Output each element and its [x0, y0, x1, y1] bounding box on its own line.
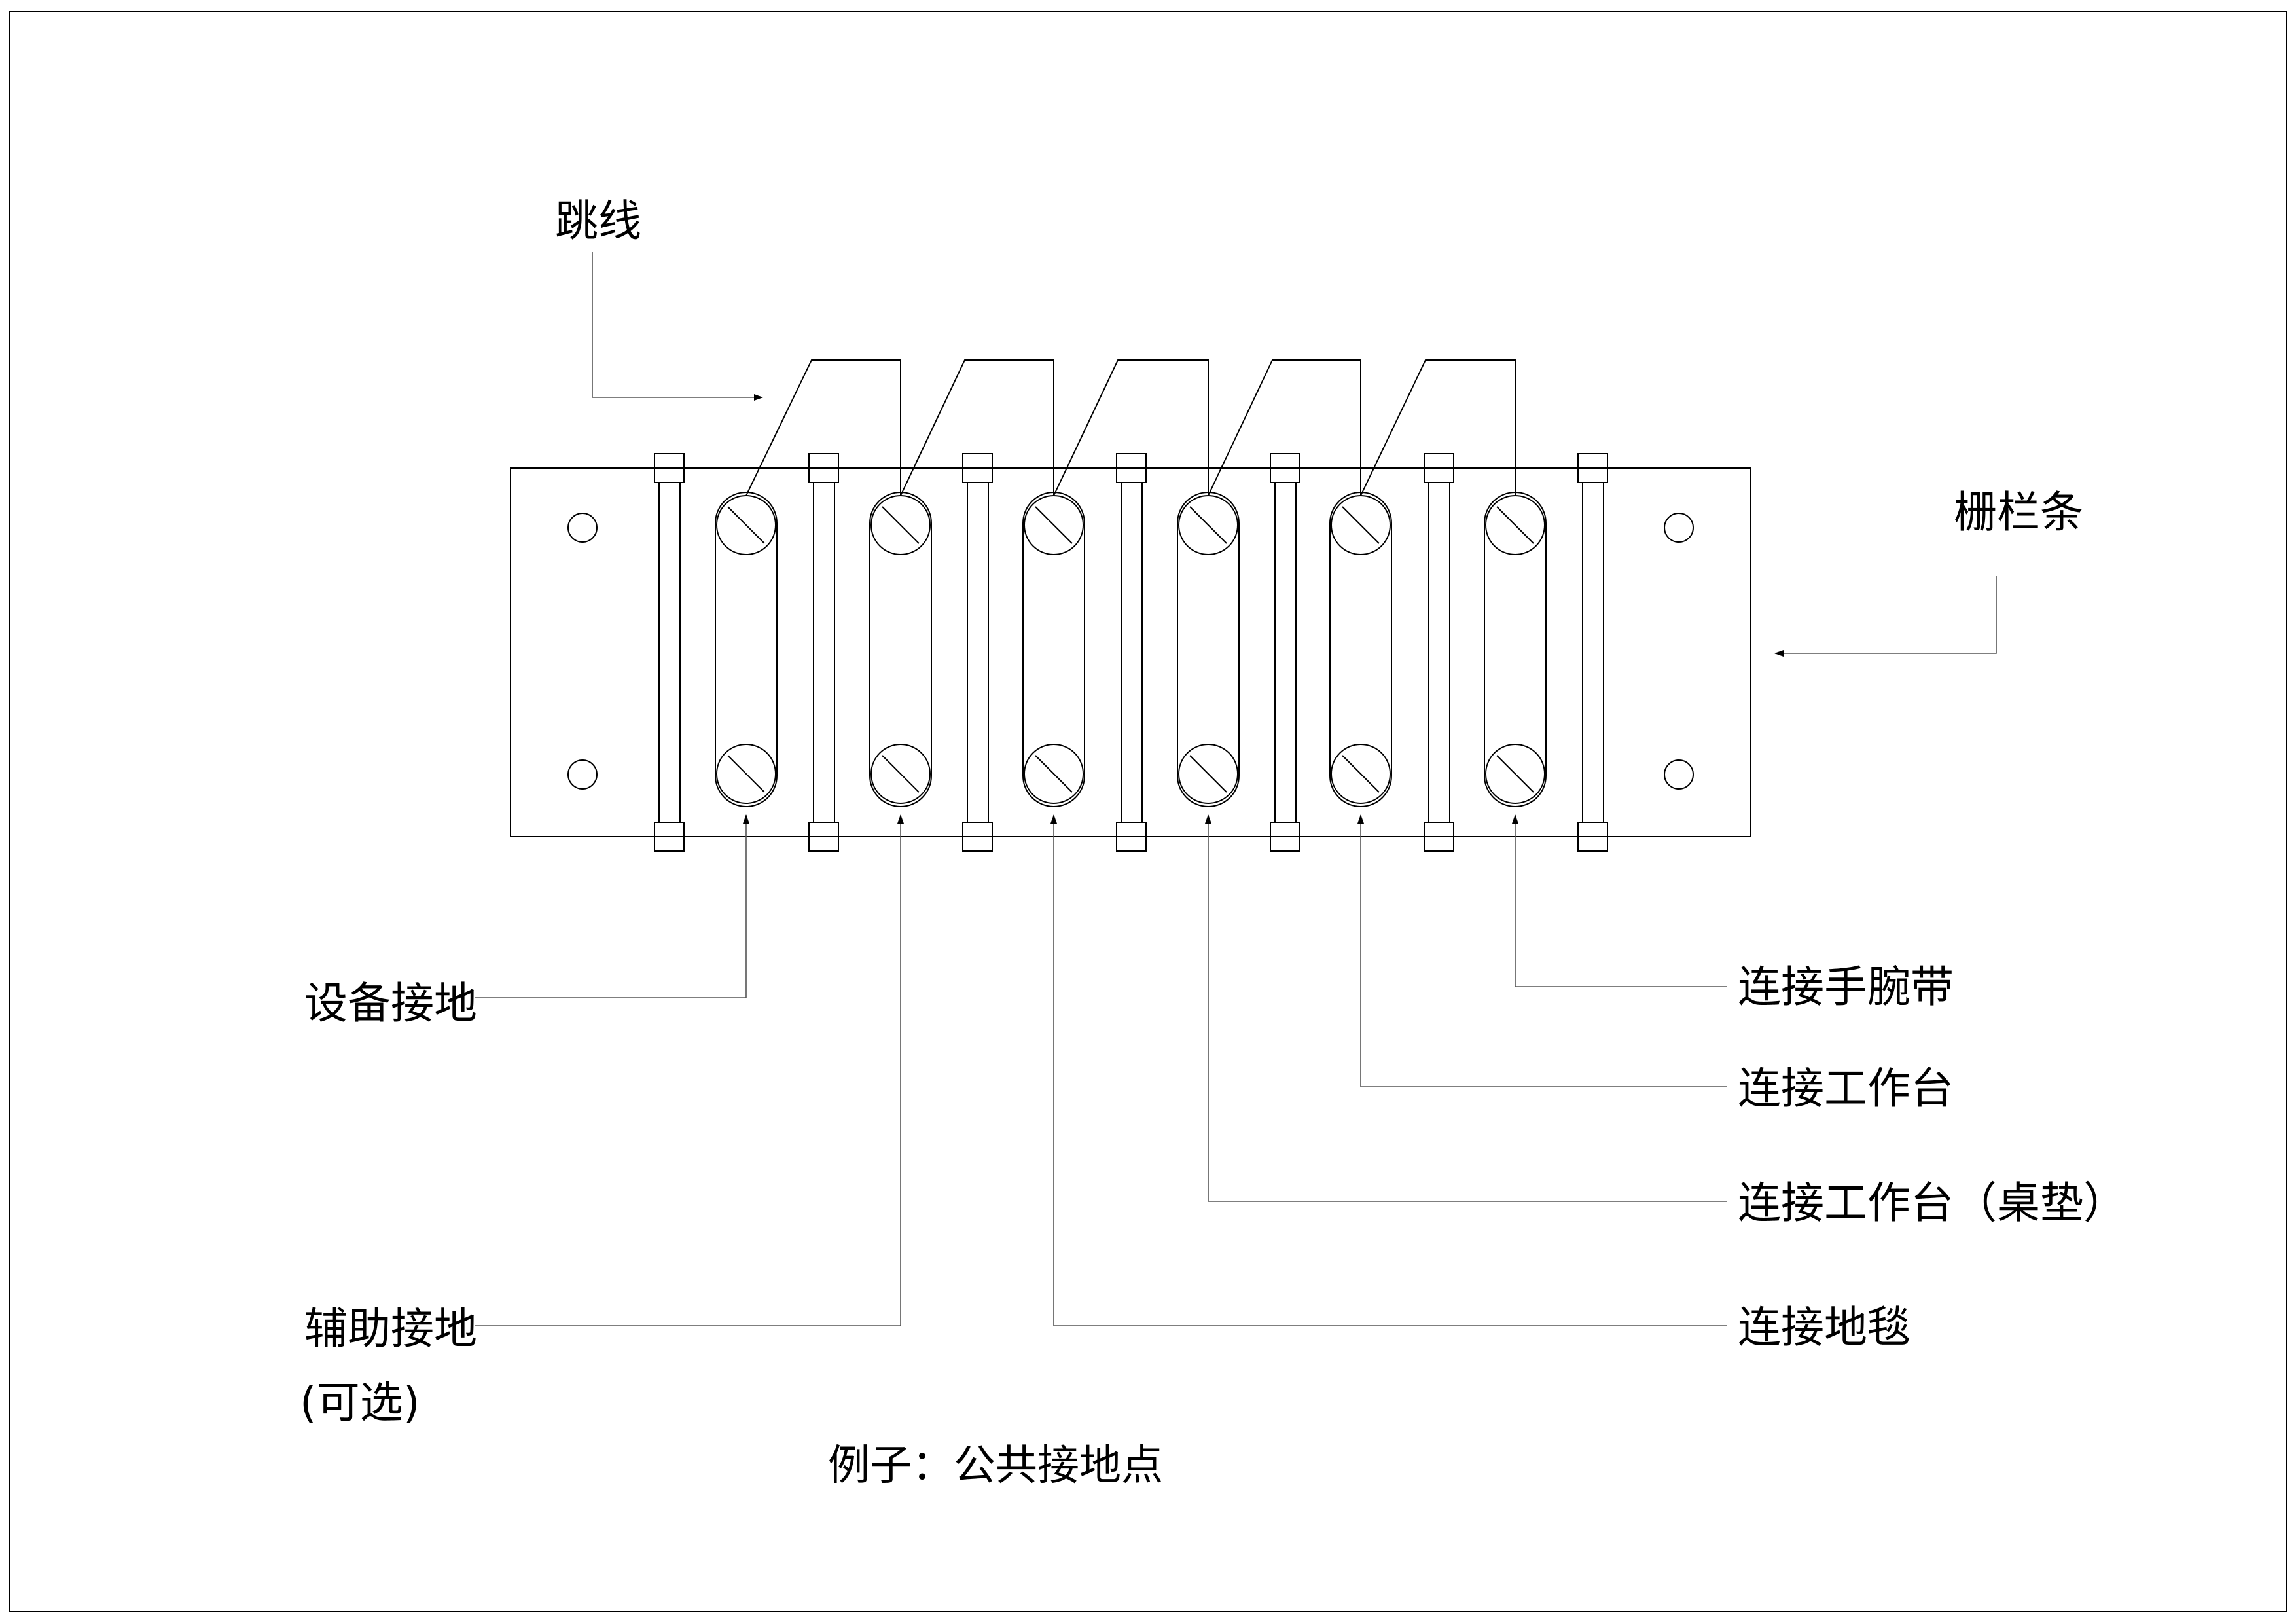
jumper-wire [745, 359, 901, 496]
hatched-bar [967, 482, 989, 823]
screw-icon [870, 744, 931, 804]
bar-end-block [1270, 822, 1300, 852]
terminal-slot [1329, 492, 1392, 807]
hatched-bars [654, 453, 1608, 852]
screw-icon [716, 744, 776, 804]
leader-lines [475, 252, 1997, 1326]
bar-end-block [1577, 822, 1608, 852]
mounting-hole [567, 759, 598, 790]
bus-bar-label: 栅栏条 [1954, 487, 2083, 538]
jumper-wire [1208, 359, 1361, 496]
jumper-leader [592, 252, 763, 401]
terminal-slot [1177, 492, 1240, 807]
bar-end-block [1116, 453, 1147, 483]
terminal-slots [715, 492, 1547, 807]
screw-icon [1024, 744, 1084, 804]
bar-end-block [1424, 822, 1454, 852]
bar-end-block [808, 453, 839, 483]
jumper-label: 跳线 [555, 196, 641, 246]
floor-mat-leader [1050, 814, 1727, 1326]
jumper-wire [1360, 359, 1516, 496]
hatched-bar [813, 482, 835, 823]
drawing-border [9, 11, 2287, 1612]
terminal-slot [1022, 492, 1085, 807]
equipment-ground-label: 设备接地 [304, 978, 477, 1029]
jumper-wire [1053, 359, 1209, 496]
bar-end-block [962, 453, 993, 483]
workbench-leader [1357, 814, 1727, 1087]
workbench-label: 连接工作台 [1738, 1063, 1954, 1114]
terminal-slot [1484, 492, 1547, 807]
terminal-slot [715, 492, 778, 807]
mounting-hole [567, 513, 598, 543]
bar-end-block [808, 822, 839, 852]
screw-icon [1178, 744, 1238, 804]
jumper-wires [745, 359, 1516, 496]
aux-ground-leader [475, 814, 904, 1326]
hatched-bar [1121, 482, 1143, 823]
terminal-slot [869, 492, 932, 807]
hatched-bar [658, 482, 681, 823]
hatched-bar [1428, 482, 1450, 823]
aux-ground-label-line2: (可选) [300, 1377, 420, 1428]
bar-end-block [962, 822, 993, 852]
floor-mat-label: 连接地毯 [1738, 1302, 1910, 1353]
wrist-strap-label: 连接手腕带 [1738, 962, 1954, 1012]
bus-bar-plate [510, 467, 1751, 837]
equipment-ground-leader [475, 814, 749, 998]
bar-end-block [1577, 453, 1608, 483]
mounting-hole [1664, 759, 1694, 790]
bus-bar-leader [1774, 576, 1997, 657]
bar-end-block [654, 822, 685, 852]
aux-ground-label-line1: 辅助接地 [304, 1304, 477, 1354]
bar-end-block [1424, 453, 1454, 483]
caption: 例子：公共接地点 [828, 1442, 1163, 1490]
wrist-strap-leader [1512, 814, 1727, 987]
bar-end-block [1270, 453, 1300, 483]
mounting-hole [1664, 513, 1694, 543]
bar-end-block [654, 453, 685, 483]
workbench-mat-leader [1205, 814, 1727, 1202]
screw-icon [1485, 744, 1545, 804]
screw-icon [1331, 744, 1391, 804]
jumper-wire [900, 359, 1054, 496]
bar-end-block [1116, 822, 1147, 852]
hatched-bar [1274, 482, 1297, 823]
hatched-bar [1582, 482, 1604, 823]
workbench-mat-label: 连接工作台（桌垫） [1738, 1178, 2126, 1228]
